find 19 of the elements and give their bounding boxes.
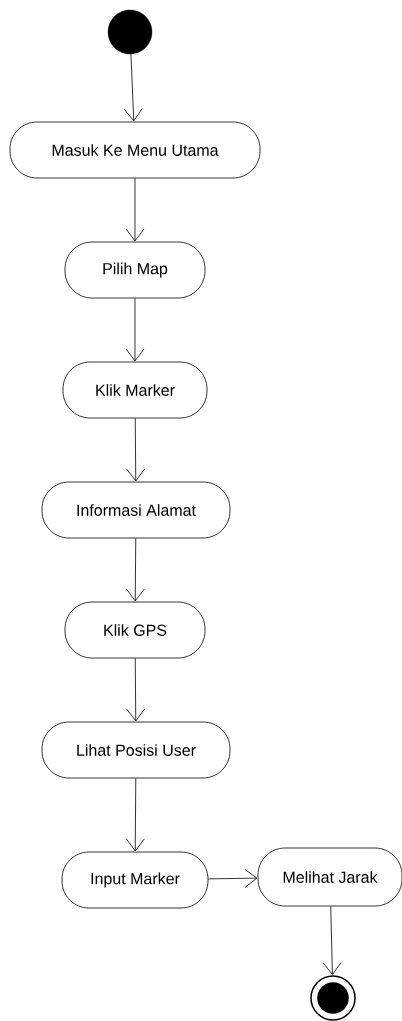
arrow [208,868,258,888]
arrow [125,298,145,362]
arrow [322,906,342,975]
activity-box: Klik GPS [64,601,206,659]
activity-box: Lihat Posisi User [41,721,231,779]
activity-box: Input Marker [61,851,209,909]
start-node [107,9,153,55]
arrow [126,418,146,482]
arrow [123,53,143,122]
end-node [310,975,356,1021]
activity-box: Melihat Jarak [257,847,402,907]
activity-box: Pilih Map [64,241,206,299]
activity-box: Klik Marker [62,361,208,419]
arrow [125,538,145,602]
arrow [125,178,145,242]
arrow [125,778,145,852]
activity-box: Masuk Ke Menu Utama [9,121,261,179]
arrow [126,658,146,722]
activity-box: Informasi Alamat [41,481,231,539]
